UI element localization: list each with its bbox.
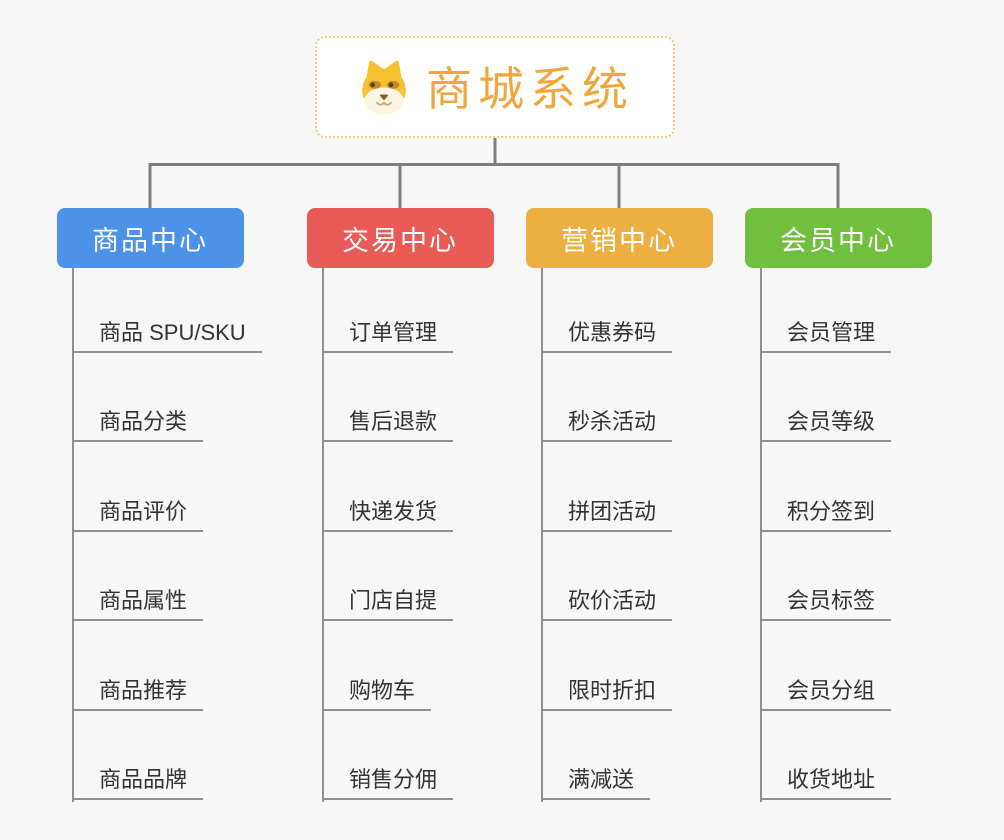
- branch-header[interactable]: 交易中心: [306, 208, 494, 268]
- leaf-node[interactable]: 满减送: [541, 765, 651, 800]
- branch-trunk-line: [72, 268, 74, 802]
- leaf-node[interactable]: 会员标签: [760, 586, 892, 622]
- leaf-node[interactable]: 收货地址: [760, 765, 892, 800]
- leaf-node[interactable]: 秒杀活动: [541, 407, 673, 443]
- leaf-node[interactable]: 售后退款: [322, 407, 454, 443]
- leaf-node[interactable]: 拼团活动: [541, 497, 673, 532]
- dog-face-icon: [356, 59, 412, 115]
- leaf-node[interactable]: 会员管理: [760, 318, 892, 353]
- leaf-node[interactable]: 会员等级: [760, 407, 892, 443]
- leaf-node[interactable]: 砍价活动: [541, 586, 673, 622]
- leaf-node[interactable]: 购物车: [322, 676, 432, 711]
- branch-trunk-line: [322, 268, 324, 802]
- branch-header[interactable]: 会员中心: [744, 208, 932, 268]
- leaf-node[interactable]: 积分签到: [760, 497, 892, 532]
- leaf-node[interactable]: 会员分组: [760, 676, 892, 711]
- leaf-node[interactable]: 限时折扣: [541, 676, 673, 711]
- root-node[interactable]: 商城系统: [315, 36, 675, 138]
- leaf-node[interactable]: 商品评价: [72, 497, 204, 532]
- leaf-node[interactable]: 订单管理: [322, 318, 454, 353]
- leaf-node[interactable]: 优惠券码: [541, 318, 673, 353]
- branch-header[interactable]: 商品中心: [56, 208, 244, 268]
- branch-trunk-line: [541, 268, 543, 802]
- root-title: 商城系统: [426, 63, 634, 115]
- leaf-node[interactable]: 商品推荐: [72, 676, 204, 711]
- leaf-node[interactable]: 快递发货: [322, 497, 454, 532]
- leaf-node[interactable]: 商品 SPU/SKU: [72, 318, 262, 353]
- leaf-node[interactable]: 商品属性: [72, 586, 204, 622]
- leaf-node[interactable]: 商品品牌: [72, 765, 204, 800]
- leaf-node[interactable]: 销售分佣: [322, 765, 454, 800]
- branch-trunk-line: [760, 268, 762, 802]
- leaf-node[interactable]: 商品分类: [72, 407, 204, 443]
- leaf-node[interactable]: 门店自提: [322, 586, 454, 622]
- branch-header[interactable]: 营销中心: [525, 208, 713, 268]
